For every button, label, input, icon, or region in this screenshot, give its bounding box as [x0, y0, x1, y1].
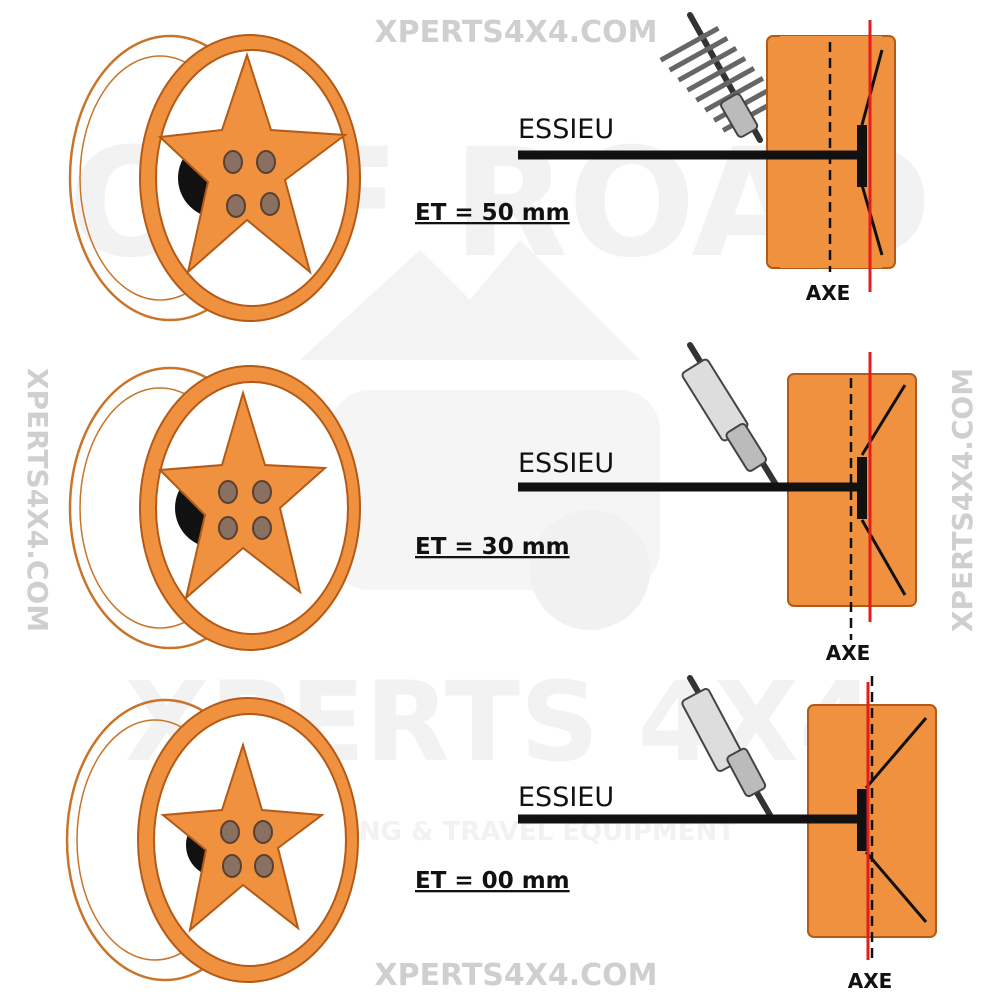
- rim-spoke-line: [864, 851, 928, 923]
- watermark-top: XPERTS4X4.COM: [374, 15, 657, 50]
- hub-mount: [857, 125, 867, 187]
- wheel-perspective-2: [68, 365, 361, 651]
- wheel-star-spokes: [157, 51, 348, 275]
- offset-row-1: ET = 50 mm ESSIEU AXE: [68, 12, 896, 322]
- shock-absorber: [681, 675, 773, 818]
- lug-nut: [218, 480, 238, 504]
- lug-nut: [222, 854, 242, 878]
- background-vehicle-wheel-shape: [530, 510, 650, 630]
- offset-label: ET = 00 mm: [415, 868, 570, 894]
- wheel-star-spokes: [157, 389, 328, 601]
- lug-nut: [254, 854, 274, 878]
- lug-nut: [226, 194, 246, 218]
- hub-mount: [857, 457, 867, 519]
- watermark-left: XPERTS4X4.COM: [21, 368, 54, 632]
- axis-label: AXE: [806, 281, 851, 305]
- watermark-bottom: XPERTS4X4.COM: [374, 958, 657, 993]
- wheel-perspective-1: [68, 34, 361, 322]
- axle-label: ESSIEU: [518, 448, 614, 479]
- axis-label: AXE: [848, 969, 893, 993]
- watermark-right: XPERTS4X4.COM: [946, 368, 979, 632]
- lug-nut: [223, 150, 243, 174]
- offset-label: ET = 50 mm: [415, 200, 570, 226]
- offset-row-3: ET = 00 mm ESSIEU AXE: [65, 675, 937, 993]
- lug-nut: [256, 150, 276, 174]
- lug-nut: [220, 820, 240, 844]
- rim-spoke-line: [864, 717, 928, 789]
- lug-nut: [252, 480, 272, 504]
- shock-absorber: [681, 342, 781, 491]
- shock-body: [725, 423, 768, 472]
- shock-absorber: [659, 12, 782, 143]
- hub-mount: [857, 789, 867, 851]
- wheel-star-spokes: [160, 741, 325, 933]
- lug-nut: [253, 820, 273, 844]
- lug-nut: [260, 192, 280, 216]
- axis-label: AXE: [826, 641, 871, 665]
- wheel-perspective-3: [65, 697, 359, 983]
- rim-spoke-line: [860, 184, 884, 256]
- lug-nut: [252, 516, 272, 540]
- axle-label: ESSIEU: [518, 782, 614, 813]
- lug-nut: [218, 516, 238, 540]
- shock-body: [726, 747, 767, 798]
- background-mountain-shape: [300, 240, 640, 360]
- offset-row-2: ET = 30 mm ESSIEU AXE: [68, 342, 917, 665]
- offset-label: ET = 30 mm: [415, 534, 570, 560]
- shock-body: [720, 93, 759, 138]
- axle-label: ESSIEU: [518, 114, 614, 145]
- rim-spoke-line: [860, 49, 884, 126]
